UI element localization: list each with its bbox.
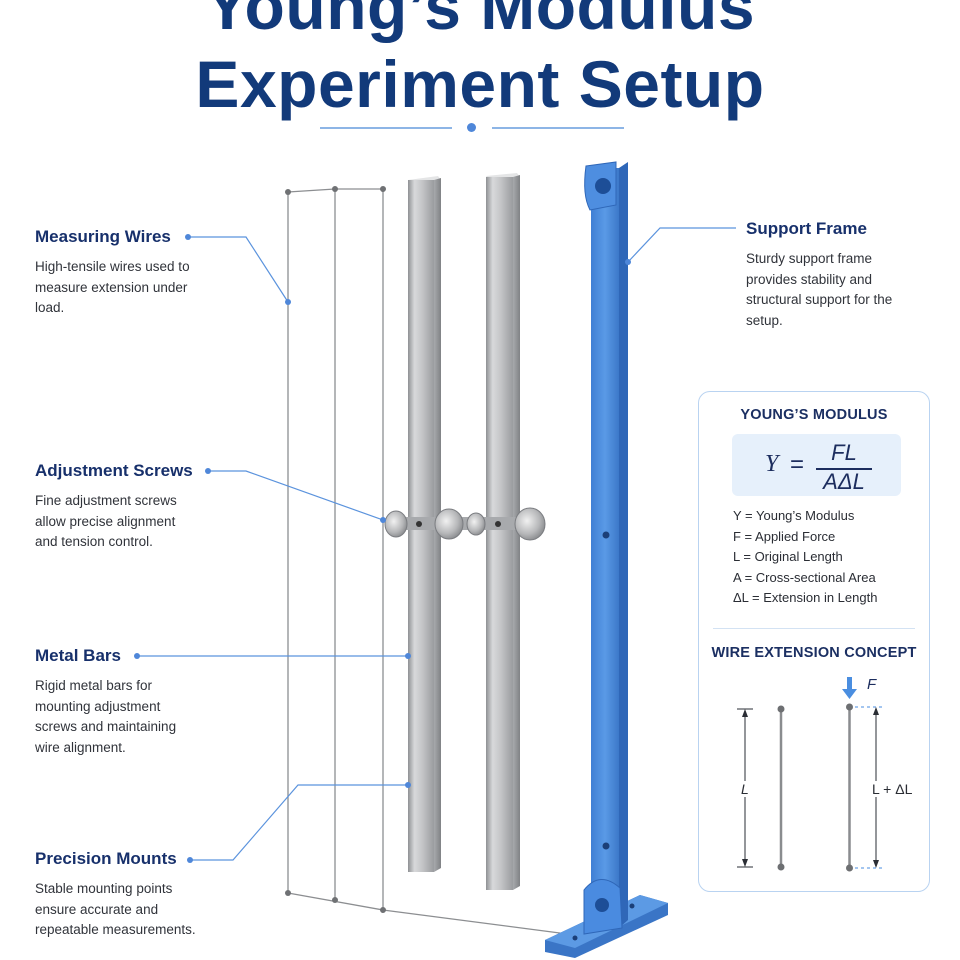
leader-dots <box>134 234 631 863</box>
panel-divider <box>713 628 915 629</box>
dimension-arrowhead <box>742 859 748 867</box>
metal-bar-right <box>486 173 520 890</box>
callout-measuring-wires: Measuring Wires High-tensile wires used … <box>35 227 225 319</box>
title-divider-right <box>492 127 624 129</box>
original-length-label: L <box>740 781 750 797</box>
callout-heading: Precision Mounts <box>35 849 177 868</box>
wire-end-point <box>777 705 785 713</box>
callout-adjustment-screws: Adjustment Screws Fine adjustment screws… <box>35 461 225 553</box>
wire-end-point <box>846 703 853 711</box>
page-title-line-1: Young’s Modulus <box>204 0 756 43</box>
dimension-arrowhead <box>873 860 879 868</box>
callout-heading: Measuring Wires <box>35 227 171 246</box>
wire-end-points <box>285 186 386 913</box>
callout-support-frame: Support Frame Sturdy support frame provi… <box>746 219 936 331</box>
legend-item: L = Original Length <box>733 549 843 565</box>
wire-end-point <box>777 863 785 871</box>
page-title-line-2: Experiment Setup <box>195 47 765 121</box>
dimension-arrowhead <box>742 709 748 717</box>
concept-heading: WIRE EXTENSION CONCEPT <box>711 645 917 661</box>
formula-fraction-bar <box>816 468 872 470</box>
formula-legend: Y = Young’s Modulus F = Applied Force L … <box>733 506 877 609</box>
extended-length-label: L + ΔL <box>871 781 914 797</box>
formula-equals: = <box>790 451 805 478</box>
leader-lines <box>137 227 736 861</box>
formula-panel: YOUNG’S MODULUS Y = FL AΔL Y = Young’s M… <box>698 391 930 892</box>
legend-item: Y = Young’s Modulus <box>733 508 855 523</box>
callout-heading: Metal Bars <box>35 646 121 665</box>
callout-text: Stable mounting points ensure accurate a… <box>35 881 196 937</box>
legend-item: A = Cross-sectional Area <box>733 569 876 585</box>
callout-text: High-tensile wires used to measure exten… <box>35 259 190 315</box>
adjustment-screws <box>384 507 546 541</box>
callout-text: Fine adjustment screws allow precise ali… <box>35 493 177 549</box>
callout-heading: Support Frame <box>746 219 867 238</box>
title-divider-left <box>320 127 452 129</box>
formula-denominator: AΔL <box>823 469 865 494</box>
dimension-arrowhead <box>873 707 879 715</box>
legend-item: ΔL = Extension in Length <box>733 590 878 606</box>
legend-item: F = Applied Force <box>733 528 836 544</box>
callout-heading: Adjustment Screws <box>35 461 193 480</box>
formula-lhs: Y <box>765 451 779 477</box>
callout-metal-bars: Metal Bars Rigid metal bars for mounting… <box>35 646 225 758</box>
callout-text: Sturdy support frame provides stability … <box>746 251 893 328</box>
formula-box: Y = FL AΔL <box>732 434 901 496</box>
callout-precision-mounts: Precision Mounts Stable mounting points … <box>35 849 225 941</box>
panel-heading: YOUNG’S MODULUS <box>740 407 888 423</box>
wire-extension-diagram <box>737 677 883 872</box>
support-frame <box>545 161 668 958</box>
force-arrow-icon <box>842 677 857 699</box>
wire-end-point <box>846 864 853 872</box>
title-divider-dot <box>467 123 476 132</box>
force-label: F <box>867 676 877 693</box>
formula-numerator: FL <box>831 440 857 465</box>
callout-text: Rigid metal bars for mounting adjustment… <box>35 678 177 755</box>
